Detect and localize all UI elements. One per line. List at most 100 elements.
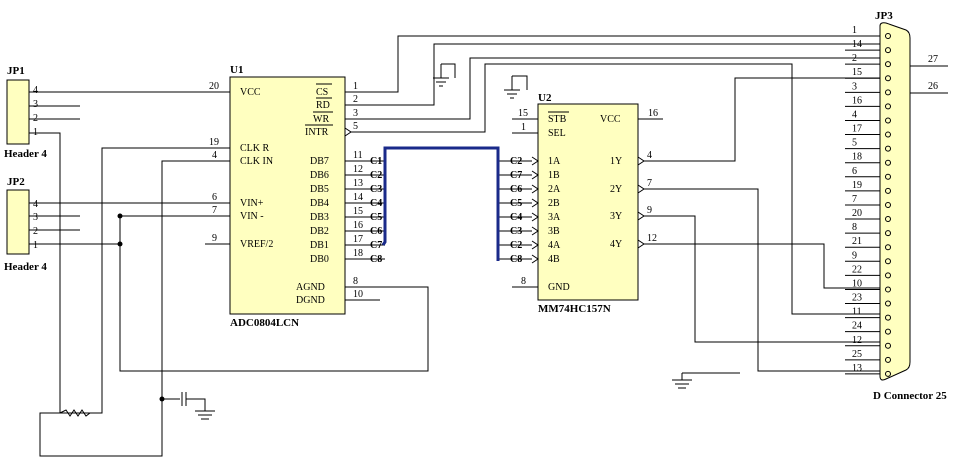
u1-pin-num: 13 bbox=[353, 178, 363, 189]
u1-pin-label: DB1 bbox=[310, 240, 329, 251]
u1-pin-label: WR bbox=[313, 114, 329, 125]
u2-net-label: C2 bbox=[510, 240, 522, 251]
u2-pin-label: STB bbox=[548, 114, 567, 125]
u2-input-arrow bbox=[531, 226, 539, 236]
jp3-pin-num: 8 bbox=[852, 222, 857, 233]
u2-pin-label: SEL bbox=[548, 128, 566, 139]
jp3-pin-num: 12 bbox=[852, 335, 862, 346]
jp3-name: D Connector 25 bbox=[873, 390, 947, 402]
jp3-pin-hole bbox=[885, 314, 891, 321]
u1-pin-label: CLK R bbox=[240, 143, 270, 154]
u1-pin-num: 2 bbox=[353, 94, 358, 105]
u1-pin-label: DB0 bbox=[310, 254, 329, 265]
u2-net-label: C3 bbox=[510, 226, 522, 237]
jp3-pin-num: 24 bbox=[852, 321, 862, 332]
jp3-ref: JP3 bbox=[875, 10, 893, 22]
jp3-pin-num: 13 bbox=[852, 363, 862, 374]
u1-pin-label: CS bbox=[316, 87, 328, 98]
u1-net-label: C6 bbox=[370, 226, 382, 237]
jp3-pin-hole bbox=[885, 75, 891, 82]
jp3-pin-num: 7 bbox=[852, 194, 857, 205]
ground-symbol-bottom bbox=[672, 373, 692, 389]
jp3-pin-hole bbox=[885, 145, 891, 152]
jp1-pin: 3 bbox=[33, 99, 38, 110]
jp3-pin-num: 5 bbox=[852, 138, 857, 149]
jp3-pin-num: 9 bbox=[852, 250, 857, 261]
jp2-ref: JP2 bbox=[7, 176, 25, 188]
u1-pin-num: 17 bbox=[353, 234, 363, 245]
jp3-pin-hole bbox=[885, 159, 891, 166]
u2-pin-num: 16 bbox=[648, 108, 658, 119]
header-jp1: JP1 4 3 2 1 Header 4 bbox=[4, 65, 47, 160]
u2-input-arrow bbox=[531, 198, 539, 208]
u1-part: ADC0804LCN bbox=[230, 317, 299, 329]
u1-body bbox=[229, 76, 346, 315]
u1-pin-num: 20 bbox=[209, 81, 219, 92]
jp2-pin: 1 bbox=[33, 240, 38, 251]
jp3-pin-hole bbox=[885, 244, 891, 251]
u1-pin-label: DB6 bbox=[310, 170, 329, 181]
data-bus-u1 bbox=[381, 146, 500, 261]
u2-pin-num: 9 bbox=[647, 205, 652, 216]
u2-pin-label: GND bbox=[548, 282, 570, 293]
jp3-pin-hole bbox=[885, 131, 891, 138]
jp3-pin-hole bbox=[885, 33, 891, 39]
u2-pin-num: 15 bbox=[518, 108, 528, 119]
jp3-pin-num: 14 bbox=[852, 39, 862, 50]
jp3-body bbox=[879, 22, 911, 381]
u2-pin-label: 1A bbox=[548, 156, 561, 167]
u2-pin-label: 4A bbox=[548, 240, 561, 251]
u2-pin-label: 3Y bbox=[610, 211, 622, 222]
u1-net-label: C2 bbox=[370, 170, 382, 181]
jp3-pin-hole bbox=[885, 187, 891, 194]
u1-pin-num: 19 bbox=[209, 137, 219, 148]
u1-pin-num: 1 bbox=[353, 81, 358, 92]
u2-pin-num: 8 bbox=[521, 276, 526, 287]
u2-input-arrow bbox=[531, 156, 539, 166]
jp2-body bbox=[6, 189, 30, 255]
jp2-name: Header 4 bbox=[4, 261, 47, 273]
u1-pin-label: INTR bbox=[305, 127, 329, 138]
u2-pin-num: 12 bbox=[647, 233, 657, 244]
u2-pin-num: 1 bbox=[521, 122, 526, 133]
u1-pin-label: DB4 bbox=[310, 198, 329, 209]
u1-pin-num: 11 bbox=[353, 150, 363, 161]
u1-pin-num: 15 bbox=[353, 206, 363, 217]
u2-net-label: C2 bbox=[510, 156, 522, 167]
jp3-pin-num: 17 bbox=[852, 124, 862, 135]
u1-pin-label: RD bbox=[316, 100, 330, 111]
u1-ref: U1 bbox=[230, 64, 243, 76]
u1-pin-label: DB3 bbox=[310, 212, 329, 223]
u1-pin-num: 4 bbox=[212, 150, 217, 161]
ground-symbol-top bbox=[433, 63, 456, 87]
u2-input-arrow bbox=[531, 212, 539, 222]
u2-pin-label: 2Y bbox=[610, 184, 622, 195]
u1-pin-num: 14 bbox=[353, 192, 363, 203]
jp3-pin-hole bbox=[885, 103, 891, 110]
jp3-pin-hole bbox=[885, 117, 891, 124]
u1-net-label: C1 bbox=[370, 156, 382, 167]
jp3-pin-hole bbox=[885, 47, 891, 54]
u1-pin-num: 3 bbox=[353, 108, 358, 119]
u2-net-label: C6 bbox=[510, 184, 522, 195]
u1-pin-label: DB2 bbox=[310, 226, 329, 237]
u2-pin-num: 4 bbox=[647, 150, 652, 161]
ground-symbol-cap bbox=[195, 398, 215, 420]
jp3-pin-num: 3 bbox=[852, 81, 857, 92]
u1-net-label: C3 bbox=[370, 184, 382, 195]
u2-net-label: C8 bbox=[510, 254, 522, 265]
chip-u1-adc0804: U1 ADC0804LCN 20 VCC 19 CLK R 4 CLK IN 6… bbox=[205, 64, 385, 329]
u2-pin-label: 2A bbox=[548, 184, 561, 195]
u2-input-arrow bbox=[531, 254, 539, 264]
u2-input-arrow bbox=[531, 170, 539, 180]
u2-pin-label: 3A bbox=[548, 212, 561, 223]
u2-pin-label: 1Y bbox=[610, 156, 622, 167]
header-jp2: JP2 4 3 2 1 Header 4 bbox=[4, 176, 47, 273]
jp3-pin-hole bbox=[885, 370, 891, 377]
u2-net-label: C4 bbox=[510, 212, 522, 223]
connector-jp3: JP3 114215316417518619720821922102311241… bbox=[845, 10, 948, 402]
